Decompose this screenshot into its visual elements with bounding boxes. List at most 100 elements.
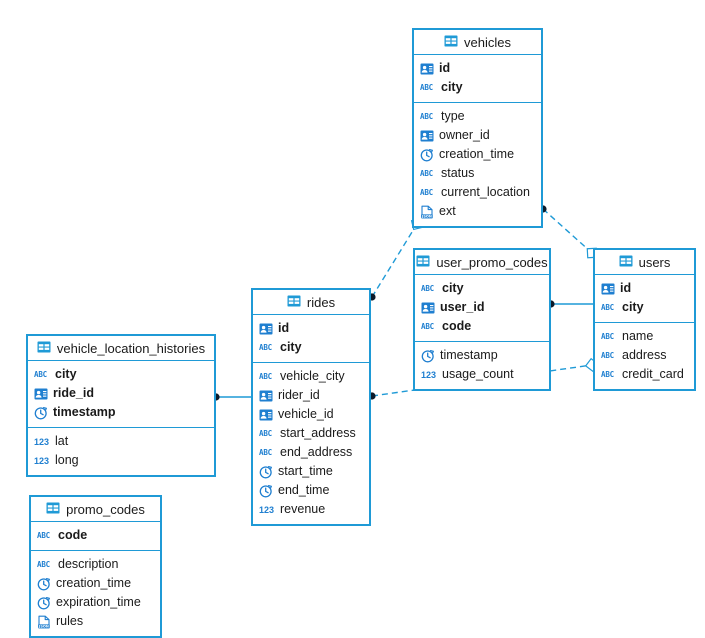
table-grid-icon (444, 35, 458, 49)
column-name: ride_id (53, 386, 94, 401)
table-header-vehicles[interactable]: vehicles (414, 30, 541, 55)
id-card-icon (259, 322, 273, 336)
column-row-ext[interactable]: JSON ext (414, 202, 541, 221)
clock-icon (34, 406, 48, 420)
123-number-icon: 123 (421, 369, 437, 380)
table-title: promo_codes (66, 501, 145, 517)
column-name: credit_card (622, 367, 684, 382)
table-header-rides[interactable]: rides (253, 290, 369, 315)
column-name: vehicle_id (278, 407, 334, 422)
column-row-address[interactable]: ABC address (595, 346, 694, 365)
clock-icon (259, 465, 273, 479)
column-name: address (622, 348, 667, 363)
table-header-vehicle_location_histories[interactable]: vehicle_location_histories (28, 336, 214, 361)
abc-text-icon: ABC (259, 342, 272, 352)
clock-icon (420, 148, 434, 162)
column-name: long (55, 453, 79, 468)
table-header-users[interactable]: users (595, 250, 694, 275)
column-row-user_id[interactable]: user_id (415, 298, 549, 317)
clock-icon (37, 577, 51, 591)
abc-text-icon: ABC (420, 82, 433, 92)
column-name: usage_count (442, 367, 514, 382)
column-row-owner_id[interactable]: owner_id (414, 126, 541, 145)
column-row-id[interactable]: id (414, 59, 541, 78)
column-row-timestamp[interactable]: timestamp (415, 346, 549, 365)
table-title: vehicles (464, 34, 511, 50)
column-row-creation_time[interactable]: creation_time (31, 574, 160, 593)
column-row-ride_id[interactable]: ride_id (28, 384, 214, 403)
column-row-creation_time[interactable]: creation_time (414, 145, 541, 164)
table-header-user_promo_codes[interactable]: user_promo_codes (415, 250, 549, 275)
column-row-id[interactable]: id (595, 279, 694, 298)
column-name: ext (439, 204, 456, 219)
abc-text-icon: ABC (421, 283, 434, 293)
column-row-vehicle_id[interactable]: vehicle_id (253, 405, 369, 424)
column-row-timestamp[interactable]: timestamp (28, 403, 214, 422)
column-row-rider_id[interactable]: rider_id (253, 386, 369, 405)
json-document-icon: JSON (420, 205, 434, 219)
table-title: vehicle_location_histories (56, 340, 206, 356)
column-name: lat (55, 434, 69, 449)
table-grid-icon (46, 502, 60, 516)
abc-text-icon: ABC (259, 428, 272, 438)
table-grid-icon (416, 255, 430, 269)
column-name: id (278, 321, 290, 336)
table-header-promo_codes[interactable]: promo_codes (31, 497, 160, 522)
column-row-expiration_time[interactable]: expiration_time (31, 593, 160, 612)
column-row-end_time[interactable]: end_time (253, 481, 369, 500)
abc-text-icon: ABC (420, 111, 433, 121)
abc-text-icon: ABC (420, 168, 433, 178)
rel-vehicle-location-histories-rides[interactable] (212, 393, 251, 401)
column-row-id[interactable]: id (253, 319, 369, 338)
column-row-usage_count[interactable]: 123 usage_count (415, 365, 549, 384)
column-name: city (622, 300, 644, 315)
table-grid-icon (619, 255, 633, 269)
abc-text-icon: ABC (420, 187, 433, 197)
column-row-start_time[interactable]: start_time (253, 462, 369, 481)
abc-text-icon: ABC (601, 350, 614, 360)
rel-user-promo-codes-users[interactable] (547, 300, 593, 308)
id-card-icon (34, 387, 48, 401)
abc-text-icon: ABC (601, 331, 614, 341)
column-name: id (620, 281, 632, 296)
column-name: id (439, 61, 451, 76)
column-name: timestamp (53, 405, 116, 420)
table-title: rides (306, 294, 336, 310)
